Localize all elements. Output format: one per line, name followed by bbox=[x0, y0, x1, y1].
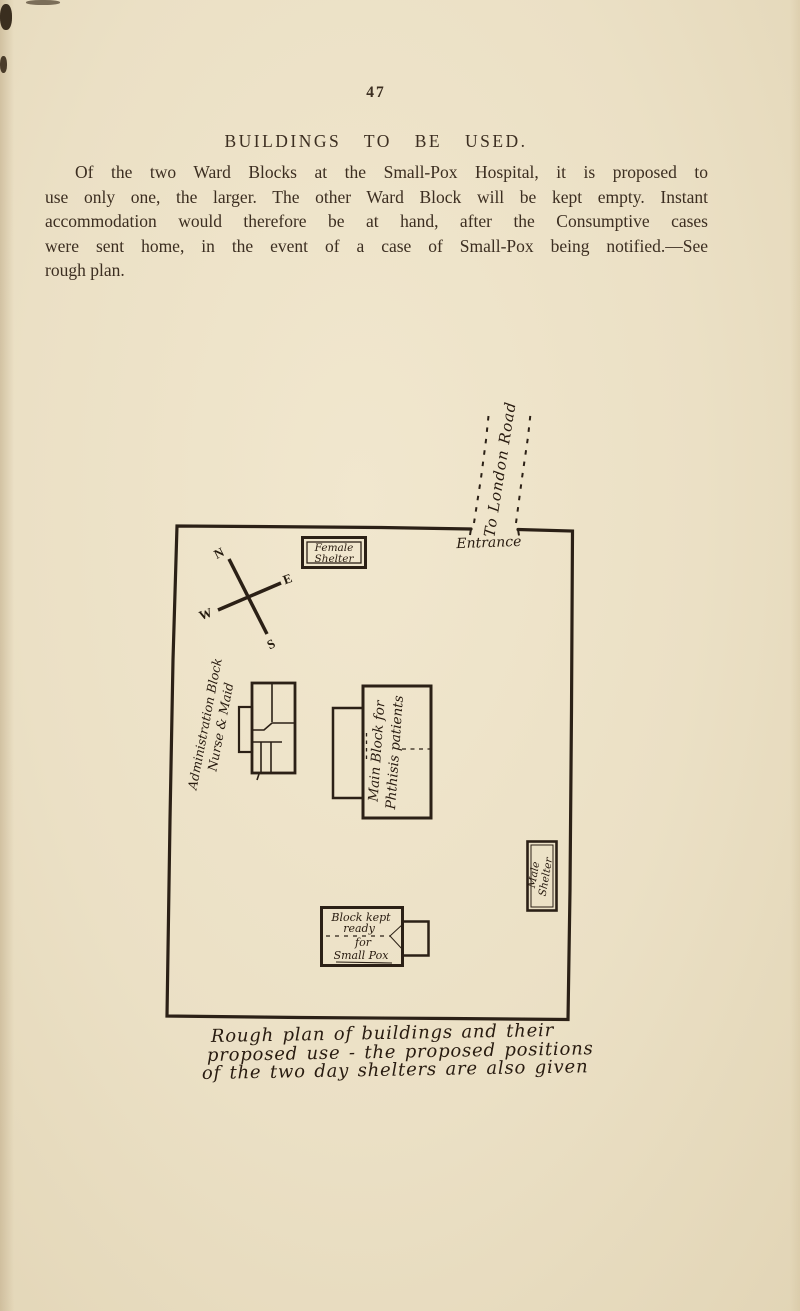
smallpox-block-label: Small Pox bbox=[334, 949, 390, 962]
body-paragraph: Of the two Ward Blocks at the Small-Pox … bbox=[45, 160, 708, 283]
road-dashed-line bbox=[515, 408, 532, 524]
paragraph-line: Of the two Ward Blocks at the Small-Pox … bbox=[75, 162, 708, 182]
main-block-label: Main Block for bbox=[365, 699, 388, 804]
paragraph-line: were sent home, in the event of a case o… bbox=[45, 235, 708, 256]
female-shelter-outline bbox=[301, 536, 367, 569]
compass-west-label: W bbox=[197, 605, 214, 624]
compass-east-label: E bbox=[281, 570, 294, 587]
male-shelter-label: Male bbox=[526, 861, 543, 890]
entrance-gap-tick bbox=[517, 529, 520, 536]
male-shelter-outline bbox=[526, 840, 558, 912]
paragraph-line: accommodation would therefore be at hand… bbox=[45, 211, 708, 231]
compass-rose: N S E W bbox=[197, 544, 294, 652]
main-block-building: Main Block for Phthisis patients bbox=[331, 684, 433, 820]
page-number: 47 bbox=[366, 84, 386, 101]
entrance-gap-tick bbox=[469, 528, 472, 536]
compass-south-label: S bbox=[264, 636, 277, 653]
entrance-label: Entrance bbox=[455, 534, 522, 552]
page-title: BUILDINGS TO BE USED. bbox=[224, 131, 528, 151]
boundary-wall bbox=[165, 524, 575, 1022]
male-shelter-building: Male Shelter bbox=[526, 840, 558, 912]
male-shelter-inner-outline bbox=[530, 844, 554, 908]
smallpox-underline bbox=[335, 961, 393, 964]
road-label: To London Road bbox=[480, 400, 519, 538]
compass-ew-axis bbox=[217, 581, 282, 612]
admin-door-tick bbox=[256, 773, 260, 781]
scan-smudge bbox=[0, 4, 12, 30]
smallpox-block-building: Block kept ready for Small Pox bbox=[320, 906, 430, 967]
paragraph-line: use only one, the larger. The other Ward… bbox=[45, 186, 708, 207]
smallpox-block-label: Block kept bbox=[330, 911, 391, 924]
administration-block-building: Administration Block Nurse & Maid bbox=[184, 657, 297, 792]
scan-smudge bbox=[26, 0, 60, 5]
female-shelter-label: Shelter bbox=[315, 553, 355, 565]
paragraph-line: rough plan. bbox=[45, 260, 125, 280]
smallpox-block-label: ready bbox=[343, 922, 375, 935]
plan-caption: Rough plan of buildings and their propos… bbox=[202, 1020, 594, 1084]
female-shelter-inner-outline bbox=[306, 541, 362, 564]
smallpox-block-label: for bbox=[354, 936, 372, 949]
smallpox-fan-line bbox=[389, 923, 404, 937]
smallpox-fan-line bbox=[389, 935, 404, 951]
admin-room-partition bbox=[252, 722, 294, 731]
compass-north-label: N bbox=[211, 544, 227, 562]
main-block-outline bbox=[361, 684, 433, 820]
scan-smudge bbox=[0, 56, 7, 73]
admin-annex-outline bbox=[237, 705, 254, 754]
smallpox-annex-outline bbox=[401, 920, 430, 957]
admin-block-outline bbox=[250, 681, 297, 775]
female-shelter-label: Female bbox=[314, 542, 354, 554]
main-block-annex-outline bbox=[331, 706, 365, 800]
female-shelter-building: Female Shelter bbox=[301, 536, 367, 569]
